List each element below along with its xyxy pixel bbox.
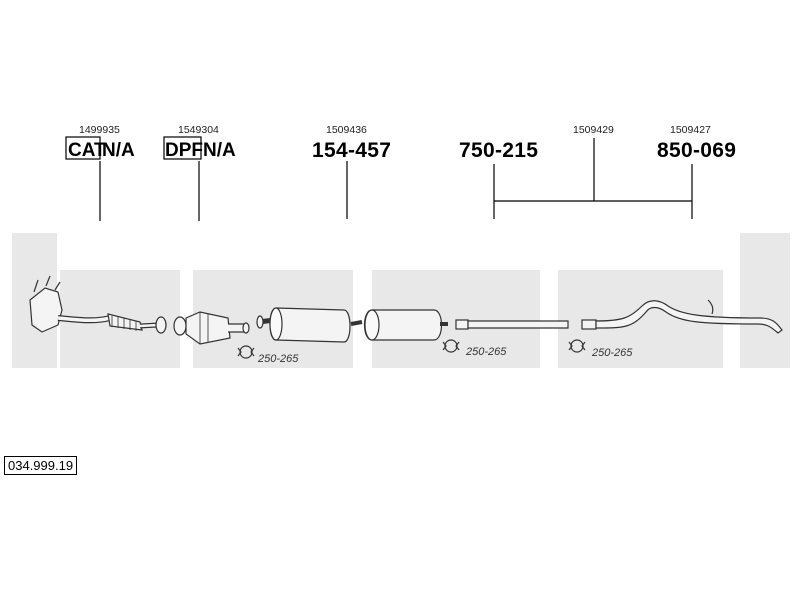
rear-muffler-part xyxy=(363,309,448,341)
tailpipe-ref-code: 1509427 xyxy=(670,124,711,136)
dpf-value: N/A xyxy=(203,140,236,161)
middle-pipe-part xyxy=(455,319,569,330)
cat-tag: CAT xyxy=(68,140,106,161)
group-ref-code: 1509429 xyxy=(573,124,614,136)
exhaust-parts xyxy=(29,275,783,345)
dpf-tag-box xyxy=(163,136,202,160)
tailpipe-code: 850-069 xyxy=(657,139,736,162)
clamp-icon xyxy=(444,339,458,353)
watermark-bar-l xyxy=(740,233,790,368)
clamp-group-3 xyxy=(568,339,586,353)
dpf-ref-code: 1549304 xyxy=(178,124,219,136)
muffler-rear-code: 750-215 xyxy=(459,139,538,162)
dpf-part xyxy=(173,311,250,345)
clamp-icon xyxy=(570,339,584,353)
clamp-range-1: 250-265 xyxy=(257,353,299,365)
cat-ref-code: 1499935 xyxy=(79,124,120,136)
clamp-range-2: 250-265 xyxy=(465,346,507,358)
front-muffler-part xyxy=(256,307,363,343)
clamp-icon xyxy=(239,345,253,359)
clamp-group-1 xyxy=(237,345,255,359)
dpf-tag: DPF xyxy=(165,140,203,161)
catalytic-converter-part xyxy=(29,275,167,334)
tailpipe-part xyxy=(581,299,783,334)
cat-value: N/A xyxy=(102,140,135,161)
catalog-number: 034.999.19 xyxy=(4,456,78,475)
clamp-group-2 xyxy=(442,339,460,353)
clamp-range-3: 250-265 xyxy=(591,347,633,359)
watermark-logo xyxy=(12,233,790,368)
muffler-front-ref-code: 1509436 xyxy=(326,124,367,136)
cat-tag-box xyxy=(65,136,101,160)
muffler-front-code: 154-457 xyxy=(312,139,391,162)
reference-lines xyxy=(99,138,693,221)
